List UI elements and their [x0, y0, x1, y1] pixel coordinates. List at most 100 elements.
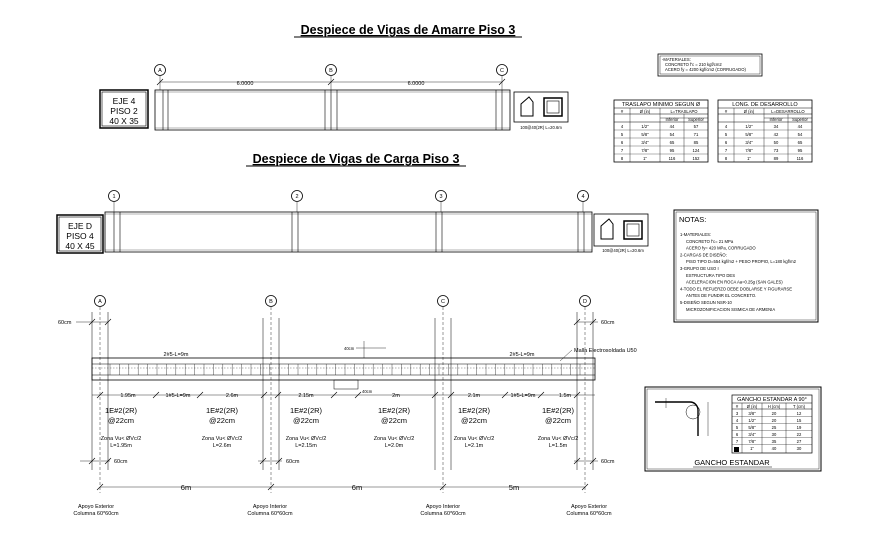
stirrup-3-c: Zona Vu< ØVc/2 [286, 436, 327, 442]
beam2-label-3: 40 X 45 [65, 241, 95, 251]
gancho-cell-3-2: 30 [772, 432, 777, 437]
beam3-edge-dim-left: 60cm [58, 320, 72, 326]
desarrollo-cell-0-0: 4 [725, 124, 728, 129]
gancho-cell-0-3: 12 [797, 411, 802, 416]
traslapo-cell-2-0: 6 [621, 140, 624, 145]
beam1-label-2: PISO 2 [110, 106, 138, 116]
traslapo-cell-0-2: 44 [670, 124, 675, 129]
nota-line-8: ACELERACION EN ROCA Aa=0.25g (SAN GALES) [686, 280, 783, 285]
beam1-axis-a: A [158, 68, 162, 74]
apoyo-1-a: Apoyo Exterior [78, 504, 114, 510]
desarrollo-cell-0-3: 44 [798, 124, 803, 129]
gancho-cell-0-0: 3 [736, 411, 739, 416]
materiales-box: -MATERIALES: CONCRETO f'c = 210 kgf/cm2 … [657, 53, 763, 77]
gancho-cell-3-3: 22 [797, 432, 802, 437]
traslapo-cell-1-2: 54 [670, 132, 675, 137]
beam2-section-note: 100@40(2R) L=20.6m [602, 248, 644, 253]
gancho-cell-4-2: 35 [772, 439, 777, 444]
apoyo-4-a: Apoyo Exterior [571, 504, 607, 510]
stirrup-6-d: L=1.5m [549, 443, 568, 449]
desarrollo-cell-3-1: 7/8" [745, 148, 753, 153]
desarrollo-cell-2-0: 6 [725, 140, 728, 145]
beam1-axis-b: B [329, 68, 333, 74]
stirrup-zone-1: 1E#2(2R) @22cm Zona Vu< ØVc/2 L=1.95m [101, 406, 142, 449]
beam1-dim-1: 6.0000 [237, 81, 254, 87]
desarrollo-table: LONG. DE DESARROLLO # Ø (in) L=DESARROLL… [717, 99, 813, 163]
traslapo-cell-2-2: 65 [670, 140, 675, 145]
traslapo-cell-0-0: 4 [621, 124, 624, 129]
beam3-edge-dim-right: 60cm [601, 320, 615, 326]
stirrup-1-d: L=1.95m [110, 443, 132, 449]
stirrup-5-d: L=2.1m [465, 443, 484, 449]
desarrollo-h2: Ø (in) [744, 109, 755, 114]
beam3-top-bar-right: 2#5-L=9m [510, 352, 535, 358]
stirrup-6-c: Zona Vu< ØVc/2 [538, 436, 579, 442]
gancho-cell-4-3: 27 [797, 439, 802, 444]
span-2: 6m [352, 483, 362, 492]
nota-line-11: 5-DISEÑO SEGUN NSR-10 [680, 300, 733, 305]
zone-dim-5: 2m [392, 393, 400, 399]
traslapo-h3: L=TRASLAPO [670, 109, 698, 114]
gancho-h2: Ø (in) [747, 404, 758, 409]
traslapo-cell-4-0: 8 [621, 156, 624, 161]
traslapo-cell-3-1: 7/8" [641, 148, 649, 153]
gancho-cell-2-0: 5 [736, 425, 739, 430]
gancho-cell-1-3: 15 [797, 418, 802, 423]
zone-dim-4: 2.15m [298, 393, 314, 399]
stirrup-4-a: 1E#2(2R) [378, 406, 411, 415]
title-carga: Despiece de Vigas de Carga Piso 3 [253, 152, 460, 166]
nota-line-6: 3-GRUPO DE USO I [680, 266, 719, 271]
traslapo-h2: Ø (in) [640, 109, 651, 114]
zone-dim-6: 2.1m [468, 393, 481, 399]
gancho-cell-0-1: 3/8" [748, 411, 756, 416]
beam3-small-tag-2: 40cm [362, 389, 373, 394]
gancho-h1: # [736, 404, 739, 409]
gancho-h4: T (cm) [793, 404, 806, 409]
traslapo-sub2: Superior [688, 117, 704, 122]
stirrup-4-c: Zona Vu< ØVc/2 [374, 436, 415, 442]
traslapo-cell-4-3: 152 [693, 156, 701, 161]
traslapo-cell-2-3: 85 [694, 140, 699, 145]
nota-line-7: ESTRUCTURA TIPO DES [686, 273, 735, 278]
stirrup-6-b: @22cm [545, 416, 571, 425]
notas-title: NOTAS: [679, 215, 706, 224]
gancho-cell-3-1: 3/4" [748, 432, 756, 437]
gancho-cell-2-1: 5/8" [748, 425, 756, 430]
apoyo-2-a: Apoyo Interior [253, 504, 287, 510]
span-3: 5m [509, 483, 519, 492]
stirrup-1-c: Zona Vu< ØVc/2 [101, 436, 142, 442]
gancho-cell-4-0: 7 [736, 439, 739, 444]
beam-carga: EJE D PISO 4 40 X 45 1 2 3 4 100@40(2R) … [56, 190, 649, 254]
stirrup-zone-4: 1E#2(2R) @22cm Zona Vu< ØVc/2 L=2.0m [374, 406, 415, 449]
gancho-cell-5-2: 40 [772, 446, 777, 451]
desarrollo-cell-2-1: 3/4" [745, 140, 753, 145]
beam3-malla-label: Malla Electrosoldada U50 [574, 348, 637, 354]
gancho-cell-1-1: 1/2" [748, 418, 756, 423]
nota-line-12: MICROZONIFICACION SISMICA DE ARMENIA [686, 307, 775, 312]
stirrup-2-b: @22cm [209, 416, 235, 425]
beam1-axis-c: C [500, 68, 504, 74]
apoyo-3-b: Columna 60*60cm [420, 511, 466, 517]
traslapo-cell-0-1: 1/2" [641, 124, 649, 129]
nota-line-5: PISO TIPO D=554 kgf/m2 + PESO PROPIO, L=… [686, 259, 797, 264]
stirrup-zone-5: 1E#2(2R) @22cm Zona Vu< ØVc/2 L=2.1m [454, 406, 495, 449]
beam2-axis-3: 3 [439, 194, 442, 200]
beam2-axis-4: 4 [581, 194, 584, 200]
zone-dim-7: 1#5-L=9m [511, 393, 536, 399]
traslapo-cell-3-3: 124 [693, 148, 701, 153]
desarrollo-cell-4-3: 116 [797, 156, 804, 161]
gancho-cell-3-0: 6 [736, 432, 739, 437]
beam2-label-1: EJE D [68, 221, 92, 231]
title-amarre: Despiece de Vigas de Amarre Piso 3 [301, 23, 516, 37]
gancho-cell-5-1: 1" [750, 446, 754, 451]
notas-box: NOTAS: 1-MATERIALES:CONCRETO f'c= 21 MPa… [673, 209, 819, 323]
beam2-label-2: PISO 4 [66, 231, 94, 241]
stirrup-zone-3: 1E#2(2R) @22cm Zona Vu< ØVc/2 L=2.15m [286, 406, 327, 449]
desarrollo-cell-3-2: 73 [774, 148, 779, 153]
zone-dim-8: 1.5m [559, 393, 572, 399]
zone-dim-2: 1#5-L=9m [166, 393, 191, 399]
nota-line-1: 1-MATERIALES: [680, 232, 711, 237]
beam2-axis-2: 2 [295, 194, 298, 200]
beam3-axis-c: C [441, 299, 445, 305]
traslapo-cell-1-0: 5 [621, 132, 624, 137]
